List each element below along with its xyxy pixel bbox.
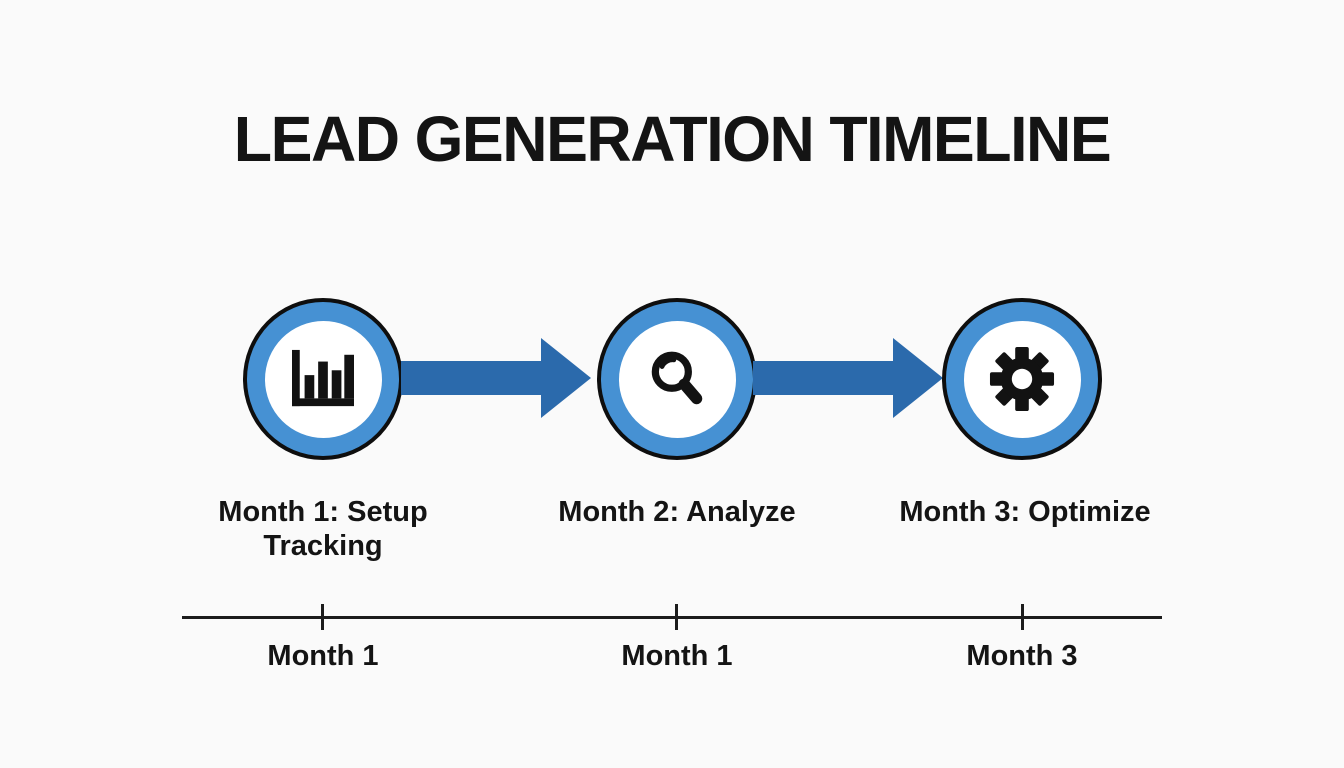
step-circle-setup-tracking <box>243 298 403 460</box>
axis-tick <box>1021 604 1024 630</box>
step-label-optimize: Month 3: Optimize <box>899 496 1151 528</box>
axis-tick-label: Month 3 <box>966 640 1078 672</box>
bar-chart-icon <box>292 349 354 407</box>
step-circle-analyze <box>597 298 757 460</box>
timeline-axis <box>182 616 1162 619</box>
axis-tick <box>321 604 324 630</box>
axis-tick <box>675 604 678 630</box>
axis-tick-label: Month 1 <box>267 640 379 672</box>
step-circle-inner <box>963 320 1081 438</box>
step-circle-optimize <box>942 298 1102 460</box>
step-label-analyze: Month 2: Analyze <box>558 496 796 528</box>
page-title: LEAD GENERATION TIMELINE <box>233 103 1112 175</box>
arrow-right-icon <box>753 338 943 418</box>
step-circle-inner <box>264 320 382 438</box>
arrow-right-icon <box>401 338 591 418</box>
step-label-setup-tracking: Month 1: Setup Tracking <box>218 496 428 562</box>
step-circle-inner <box>618 320 736 438</box>
axis-tick-label: Month 1 <box>621 640 733 672</box>
gear-icon <box>989 346 1055 412</box>
magnifier-icon <box>651 351 703 405</box>
